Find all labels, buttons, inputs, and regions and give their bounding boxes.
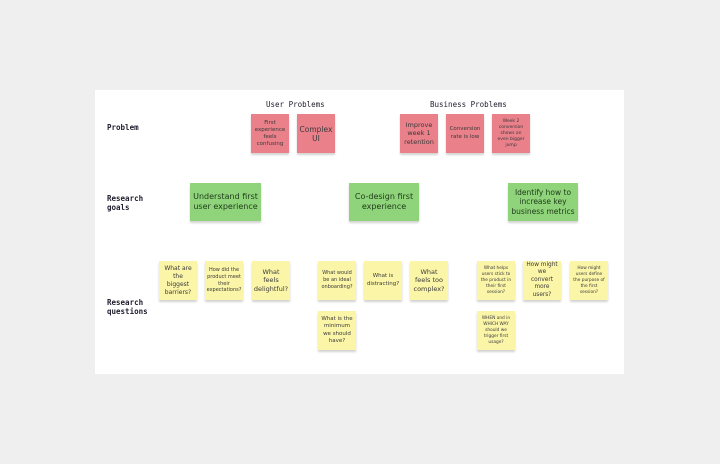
problem-note-text: First experience feels confusing <box>254 119 286 147</box>
problem-row-label: Problem <box>107 123 139 132</box>
problem-note-text: Complex UI <box>299 124 333 143</box>
question-note-text: What feels too complex? <box>413 267 445 293</box>
goal-note-co-design[interactable]: Co-design first experience <box>349 183 419 221</box>
question-note-meet-expectations[interactable]: How did the product meet their expectati… <box>205 261 243 300</box>
question-note-text: How might we convert more users? <box>526 261 558 298</box>
question-note-text: What are the biggest barriers? <box>164 264 192 296</box>
question-note-trigger-first-usage[interactable]: WHEN and in WHICH WAY should we trigger … <box>477 311 515 350</box>
goal-note-text: Identify how to increase key business me… <box>511 187 575 216</box>
problem-note-text: Improve week 1 retention <box>404 120 434 146</box>
question-note-text: How did the product meet their expectati… <box>206 266 242 294</box>
problem-note-first-experience[interactable]: First experience feels confusing <box>251 114 289 153</box>
problem-note-conversion-rate[interactable]: Conversion rate is low <box>446 114 484 153</box>
goal-note-text: Understand first user experience <box>193 191 258 212</box>
question-note-text: What helps users stick to the product in… <box>480 265 512 295</box>
goal-note-business-metrics[interactable]: Identify how to increase key business me… <box>508 183 578 221</box>
user-problems-header: User Problems <box>266 100 325 109</box>
research-goals-row-label: Research goals <box>107 194 144 212</box>
business-problems-header: Business Problems <box>430 100 507 109</box>
question-note-text: What feels delightful? <box>253 267 289 293</box>
goal-note-first-user-experience[interactable]: Understand first user experience <box>190 183 261 221</box>
question-note-text: What would be an ideal onboarding? <box>321 270 353 290</box>
problem-note-week2-conversion[interactable]: Week 2 conversion shows an even bigger j… <box>492 114 530 153</box>
question-note-feels-delightful[interactable]: What feels delightful? <box>252 261 290 300</box>
problem-note-week1-retention[interactable]: Improve week 1 retention <box>400 114 438 153</box>
question-note-convert-users[interactable]: How might we convert more users? <box>523 261 561 300</box>
problem-note-text: Week 2 conversion shows an even bigger j… <box>497 118 525 148</box>
question-note-minimum[interactable]: What is the minimum we should have? <box>318 311 356 350</box>
question-note-text: WHEN and in WHICH WAY should we trigger … <box>481 315 511 345</box>
problem-note-complex-ui[interactable]: Complex UI <box>297 114 335 153</box>
question-note-text: What is the minimum we should have? <box>321 315 353 345</box>
question-note-text: How might users define the purpose of th… <box>573 265 605 295</box>
question-note-text: What is distracting? <box>366 273 400 287</box>
question-note-users-stick[interactable]: What helps users stick to the product in… <box>477 261 515 300</box>
question-note-biggest-barriers[interactable]: What are the biggest barriers? <box>159 261 197 300</box>
question-note-ideal-onboarding[interactable]: What would be an ideal onboarding? <box>318 261 356 300</box>
goal-note-text: Co-design first experience <box>354 191 414 212</box>
question-note-too-complex[interactable]: What feels too complex? <box>410 261 448 300</box>
research-questions-row-label: Research questions <box>107 298 148 316</box>
problem-note-text: Conversion rate is low <box>449 126 481 140</box>
whiteboard: User Problems Business Problems Problem … <box>95 90 624 374</box>
question-note-distracting[interactable]: What is distracting? <box>364 261 402 300</box>
question-note-purpose-first-session[interactable]: How might users define the purpose of th… <box>570 261 608 300</box>
